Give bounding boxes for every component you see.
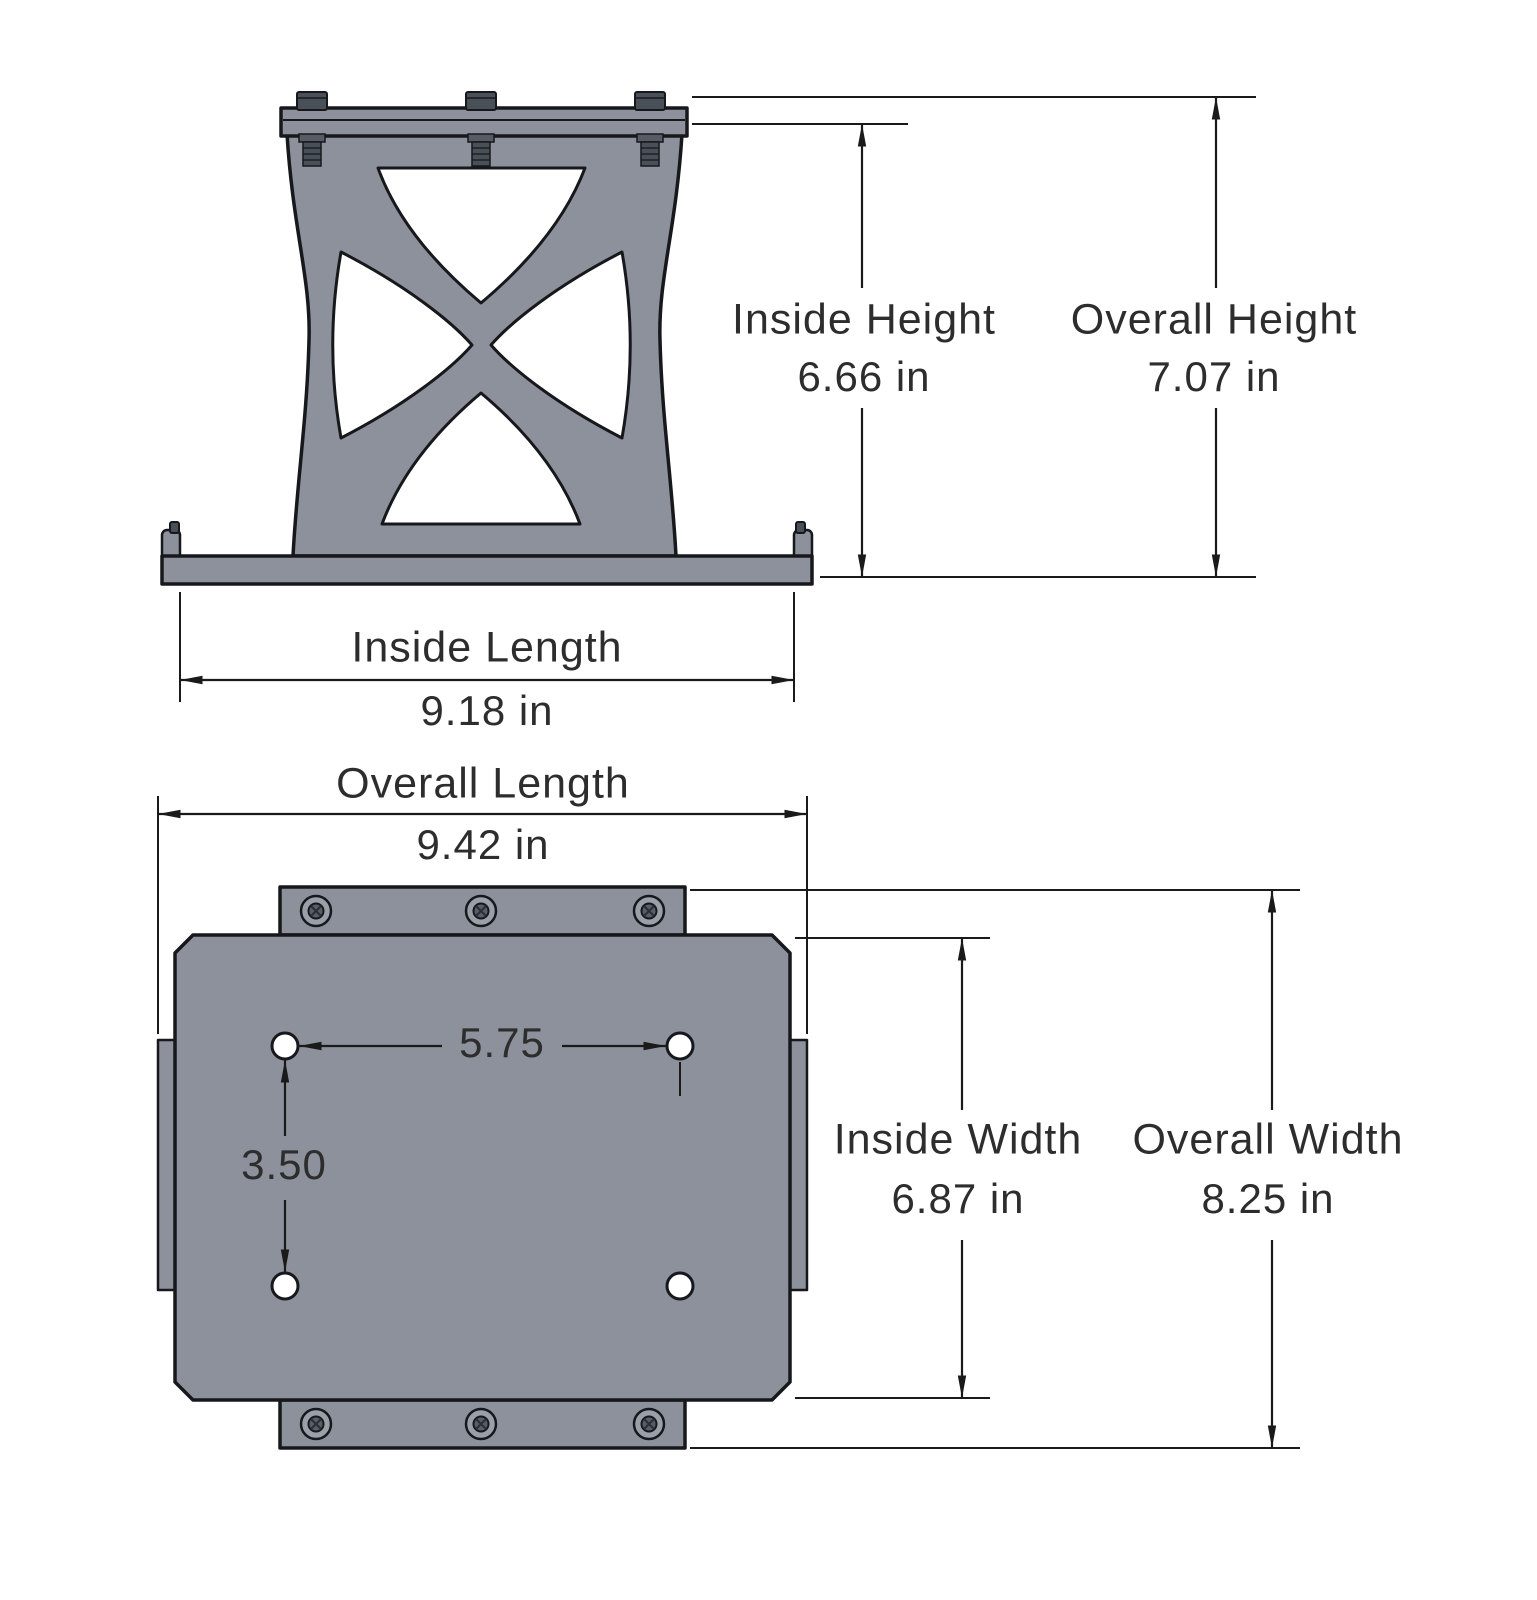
overall-length-value: 9.42 in [416, 821, 549, 868]
overall-width-value: 8.25 in [1201, 1175, 1334, 1222]
inside-height-label: Inside Height [732, 295, 996, 343]
mount-hole-top-right [665, 1031, 695, 1061]
cutout-right [489, 250, 632, 440]
top-clamp-plate [279, 106, 689, 138]
base-clip-left [169, 521, 180, 534]
dimension-inside-length: Inside Length 9.18 in [179, 592, 795, 734]
hole-spacing-horizontal-value: 5.75 [459, 1019, 545, 1066]
bolt-bottom-center [464, 1407, 498, 1441]
bolt-bottom-right [632, 1407, 666, 1441]
dimension-inside-height: Inside Height 6.66 in [692, 123, 996, 577]
inside-length-value: 9.18 in [420, 687, 553, 734]
side-tab-right [788, 1038, 809, 1292]
base-plate [173, 933, 792, 1402]
inside-width-value: 6.87 in [891, 1175, 1024, 1222]
dimension-inside-width: Inside Width 6.87 in [795, 937, 1083, 1399]
dimension-overall-height: Overall Height 7.07 in [692, 96, 1357, 578]
bolt-bottom-left [299, 1407, 333, 1441]
overall-length-label: Overall Length [336, 759, 630, 807]
mount-hole-top-left [270, 1031, 300, 1061]
base-clip-right [795, 521, 806, 534]
overall-width-label: Overall Width [1132, 1115, 1403, 1163]
dimension-hole-spacing-horizontal: 5.75 [299, 1019, 681, 1096]
overall-height-label: Overall Height [1071, 295, 1357, 343]
inside-width-label: Inside Width [834, 1115, 1083, 1163]
top-view: Overall Length 9.42 in 5.75 [156, 759, 1403, 1450]
inside-length-label: Inside Length [351, 623, 622, 671]
base-tray [160, 554, 814, 586]
front-view: Inside Height 6.66 in Overall Height 7.0… [160, 91, 1357, 734]
overall-height-value: 7.07 in [1147, 353, 1280, 400]
inside-height-value: 6.66 in [797, 353, 930, 400]
cutout-top [376, 166, 587, 305]
side-tab-left [156, 1038, 177, 1292]
mount-hole-bottom-right [665, 1271, 695, 1301]
bolt-top-right [632, 894, 666, 928]
dimension-overall-width: Overall Width 8.25 in [690, 889, 1403, 1449]
hole-spacing-vertical-value: 3.50 [241, 1141, 327, 1188]
dimension-overall-length: Overall Length 9.42 in [157, 759, 808, 1034]
dimension-hole-spacing-vertical: 3.50 [241, 1060, 327, 1272]
cutout-left [331, 250, 474, 440]
bolt-top-left [299, 894, 333, 928]
bolt-top-center [464, 894, 498, 928]
mount-hole-bottom-left [270, 1271, 300, 1301]
cutout-bottom [380, 391, 582, 526]
